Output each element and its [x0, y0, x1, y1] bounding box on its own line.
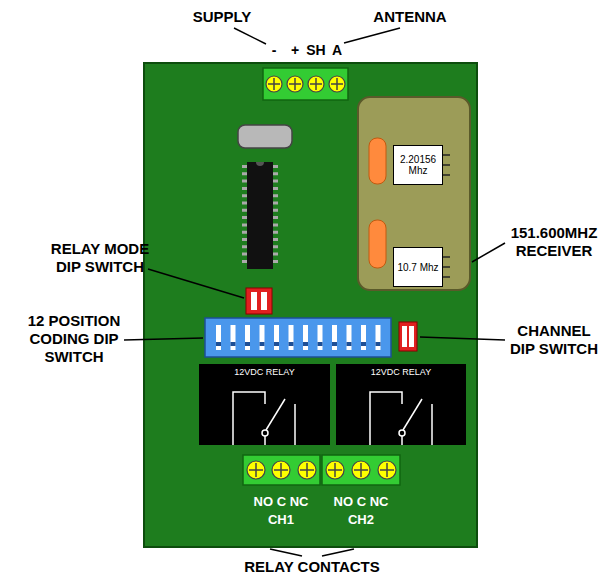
receiver-module — [358, 97, 470, 290]
relay-label: 12VDC RELAY — [199, 367, 330, 378]
crystal-can: 10.7 Mhz — [393, 247, 443, 287]
coding-dip-switch — [205, 318, 391, 357]
supply-terminal-block — [263, 68, 348, 100]
label-slot: A — [328, 41, 346, 59]
channel-dip-switch — [399, 322, 417, 351]
label-slot: RELAY CONTACTS — [227, 558, 397, 576]
pin-label: A — [328, 41, 346, 59]
relay-terminal-blocks — [243, 455, 400, 485]
label-slot: ANTENNA — [360, 8, 460, 26]
callout-label: 12 POSITION CODING DIP SWITCH — [24, 312, 124, 366]
leader-line — [124, 28, 505, 556]
label-slot: 151.600MHZ RECEIVER — [507, 224, 601, 260]
label-slot: 12 POSITION CODING DIP SWITCH — [24, 312, 124, 366]
label-slot: - — [265, 41, 283, 59]
callout-label: RELAY MODE DIP SWITCH — [40, 240, 160, 276]
label-slot: SH — [303, 41, 329, 59]
channel-name: CH2 — [339, 511, 383, 528]
antenna-label: ANTENNA — [360, 8, 460, 26]
text-slot: CH2 — [339, 511, 383, 528]
text-slot: NO C NC — [321, 493, 401, 510]
frequency-label: 2.20156 Mhz — [396, 154, 440, 176]
label-slot: CHANNEL DIP SWITCH — [507, 322, 601, 358]
crystal — [238, 125, 292, 148]
supply-label: SUPPLY — [177, 8, 267, 26]
relay-body: 12VDC RELAY — [336, 364, 466, 445]
callout-label: 151.600MHZ RECEIVER — [507, 224, 601, 260]
crystal-can: 2.20156 Mhz — [393, 145, 443, 185]
text-slot: CH1 — [259, 511, 303, 528]
label-slot: SUPPLY — [177, 8, 267, 26]
channel-name: CH1 — [259, 511, 303, 528]
relay-body: 12VDC RELAY — [199, 364, 330, 445]
pin-label: - — [265, 41, 283, 59]
ic-chip — [245, 162, 276, 269]
label-slot: + — [286, 41, 304, 59]
relay-label: 12VDC RELAY — [336, 367, 466, 378]
terminal-pin-names: NO C NC — [321, 493, 401, 510]
frequency-label: 10.7 Mhz — [397, 262, 438, 273]
circuit-board: NO C NCNO C NCCH1CH22.20156 Mhz10.7 Mhz … — [143, 62, 478, 548]
callout-label: RELAY CONTACTS — [227, 558, 397, 576]
label-slot: RELAY MODE DIP SWITCH — [40, 240, 160, 276]
relay-mode-dip-switch — [246, 288, 272, 314]
text-slot: NO C NC — [241, 493, 321, 510]
pin-label: + — [286, 41, 304, 59]
terminal-pin-names: NO C NC — [241, 493, 321, 510]
pin-label: SH — [303, 41, 329, 59]
board-illustration — [143, 62, 478, 548]
callout-label: CHANNEL DIP SWITCH — [507, 322, 601, 358]
